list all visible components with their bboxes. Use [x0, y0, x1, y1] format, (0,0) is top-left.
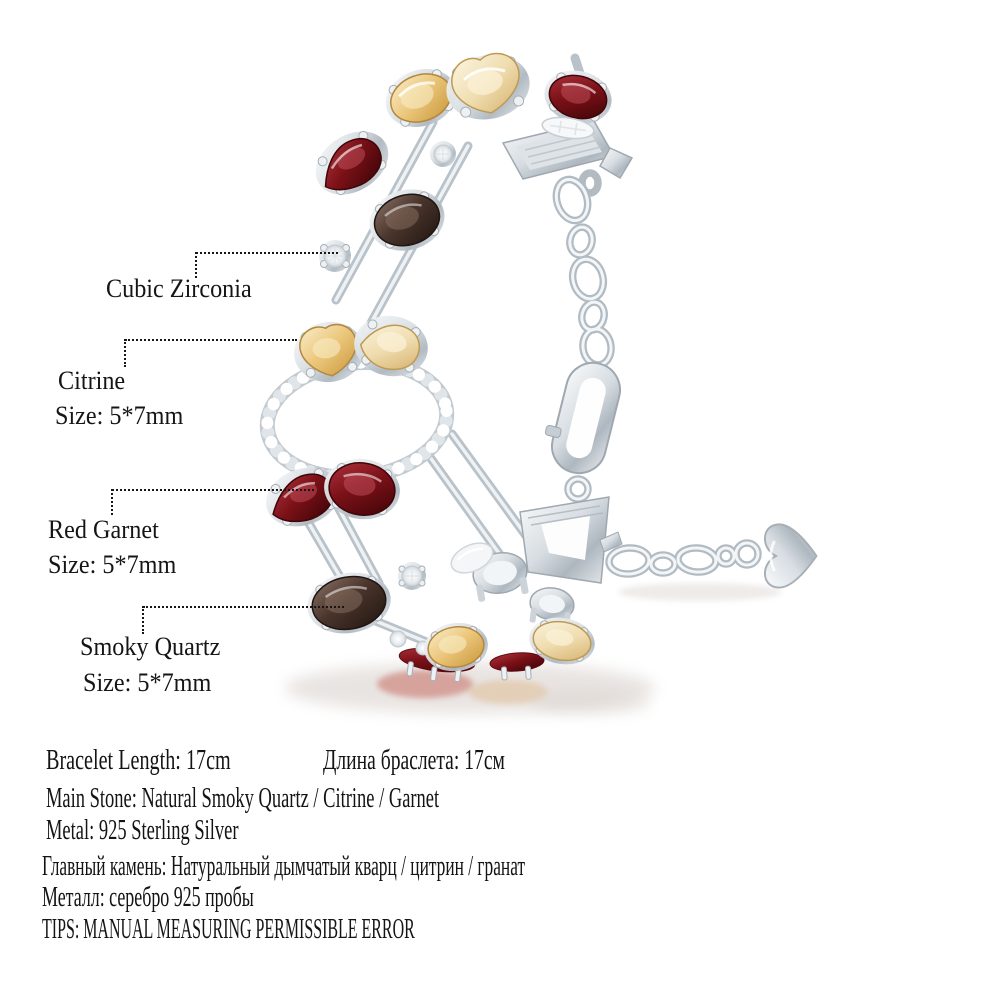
heart-charm-icon — [763, 523, 818, 589]
gem-smoky-quartz — [307, 572, 391, 634]
callout-line — [195, 252, 197, 278]
gem-garnet-pear — [266, 467, 340, 527]
setting-cups — [450, 542, 575, 628]
gem-cubic-zirconia — [319, 240, 351, 272]
shadow-reflection — [285, 583, 782, 714]
spec-main-stone-ru: Главный камень: Натуральный дымчатый ква… — [42, 851, 526, 882]
callout-line — [143, 606, 344, 608]
callout-line — [142, 606, 144, 634]
callout-line — [112, 489, 314, 491]
spec-length-en: Bracelet Length: 17cm — [46, 745, 231, 776]
gem-garnet-pear — [315, 130, 389, 196]
gem-citrine-pear — [354, 315, 428, 377]
callout-line — [124, 339, 126, 367]
spec-metal-en: Metal: 925 Sterling Silver — [46, 815, 239, 846]
gem-cubic-zirconia — [430, 141, 456, 167]
spec-main-stone-en: Main Stone: Natural Smoky Quartz / Citri… — [46, 783, 440, 814]
callout-label: Citrine — [58, 366, 126, 395]
callout-label: Red Garnet — [48, 515, 159, 544]
callout-size: Size: 5*7mm — [48, 550, 177, 579]
gem-citrine-heart — [446, 52, 530, 120]
gem-garnet — [544, 70, 612, 124]
callout-label: Smoky Quartz — [80, 632, 221, 661]
gem-garnet — [324, 458, 400, 520]
gem-cubic-zirconia — [398, 562, 426, 590]
gem-cz-marquise — [541, 116, 595, 140]
spec-length-ru: Длина браслета: 17см — [323, 745, 505, 776]
callout-size: Size: 5*7mm — [83, 668, 212, 697]
spec-metal-ru: Металл: серебро 925 пробы — [42, 882, 254, 913]
gem-cubic-zirconia — [389, 630, 407, 648]
callout-size: Size: 5*7mm — [55, 401, 184, 430]
callout-line — [111, 489, 113, 515]
callout-line — [125, 339, 297, 341]
spec-tips: TIPS: MANUAL MEASURING PERMISSIBLE ERROR — [42, 914, 415, 945]
callout-line — [196, 252, 338, 254]
gem-citrine — [294, 321, 364, 383]
lobster-clasp-icon — [544, 361, 622, 475]
gem-smoky-quartz — [369, 189, 445, 251]
link-plate-bottom — [519, 496, 623, 584]
callout-label: Cubic Zirconia — [106, 274, 252, 303]
gem-citrine — [529, 617, 595, 665]
gem-citrine — [424, 622, 488, 672]
